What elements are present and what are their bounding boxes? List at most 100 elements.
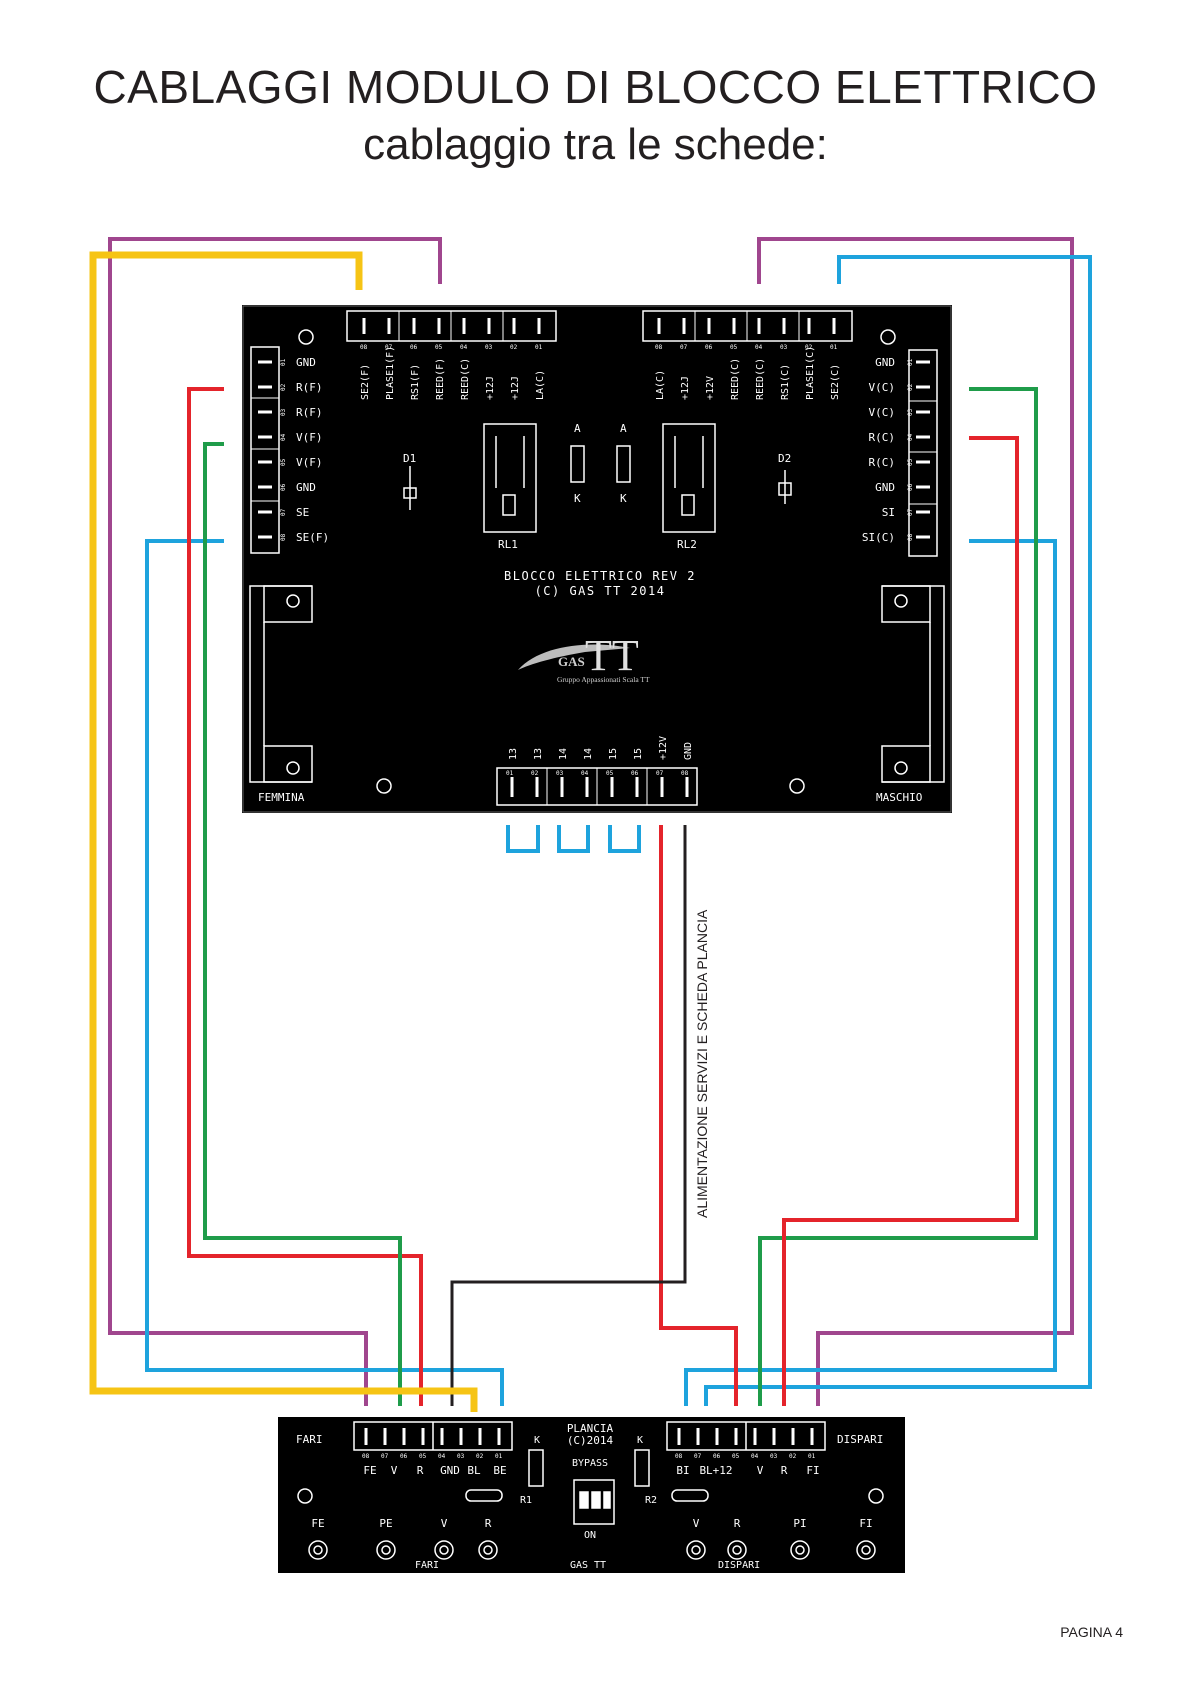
led-label: PI	[793, 1517, 806, 1530]
plancia-label-fari: FARI	[296, 1433, 323, 1446]
right-bracket	[881, 585, 945, 783]
right-pin-labels: 01GND02V(C)03V(C)04R(C)05R(C)06GND07SI08…	[862, 356, 914, 544]
gas-tt-logo: GAS TT Gruppo Appassionati Scala TT	[518, 631, 650, 684]
pin-number: 04	[438, 1453, 446, 1460]
pin-label: FI	[806, 1464, 819, 1477]
left-connector	[250, 346, 280, 554]
pin-label: V(F)	[296, 431, 323, 444]
wire-green-right	[758, 387, 1038, 1406]
plancia-left-connector	[353, 1421, 513, 1451]
wire-blue-bridge-15	[608, 825, 641, 853]
led-footprint	[478, 1540, 498, 1560]
pin-label: REED(C)	[730, 358, 741, 400]
pin-number: 01	[506, 770, 514, 777]
plancia-label-dispari: DISPARI	[837, 1433, 883, 1446]
pin-number: 03	[556, 770, 564, 777]
led-label: FE	[311, 1517, 324, 1530]
mount-hole	[880, 329, 896, 345]
wire-black-gnd	[450, 825, 687, 1406]
pin-number: 02	[476, 1453, 484, 1460]
wire-blue-right-mid	[684, 539, 1057, 1406]
pin-label: FE	[363, 1464, 376, 1477]
page-title: CABLAGGI MODULO DI BLOCCO ELETTRICO	[93, 61, 1098, 113]
pin-number: 02	[805, 344, 813, 351]
pin-number: 05	[907, 458, 914, 466]
pin-label: REED(C)	[755, 358, 766, 400]
pin-label: R(C)	[869, 456, 896, 469]
pin-label: V(F)	[296, 456, 323, 469]
pin-label: V	[757, 1464, 764, 1477]
main-board-body	[240, 303, 954, 815]
pin-label: SE	[296, 506, 309, 519]
pin-label: PLASE1(F)	[385, 346, 396, 400]
pin-number: 08	[907, 533, 914, 541]
pin-label: +12V	[658, 736, 669, 760]
pin-label: SI	[882, 506, 895, 519]
pin-label: SE2(C)	[830, 364, 841, 400]
pin-number: 05	[606, 770, 614, 777]
pin-label: +12J	[485, 376, 496, 400]
board-title-line1: BLOCCO ELETTRICO REV 2	[504, 569, 696, 583]
pin-number: 07	[907, 508, 914, 516]
pin-label: GND	[296, 481, 316, 494]
pin-label: R	[417, 1464, 424, 1477]
pin-number: 05	[419, 1453, 427, 1460]
pin-number: 08	[360, 344, 368, 351]
jumper-label-a-right: A	[620, 422, 627, 435]
plancia-k-left: K	[534, 1435, 540, 1446]
pin-label: REED(C)	[460, 358, 471, 400]
pin-number: 05	[732, 1453, 740, 1460]
pin-label: R(C)	[869, 431, 896, 444]
pin-label: V	[391, 1464, 398, 1477]
pin-number: 04	[755, 344, 763, 351]
top-right-pin-labels: 08LA(C)07+12J06+12V05REED(C)04REED(C)03R…	[655, 344, 841, 400]
pin-label: +12J	[680, 376, 691, 400]
pin-label: R(F)	[296, 381, 323, 394]
wire-blue-bridge-13	[506, 825, 540, 853]
pin-label: LA(C)	[655, 370, 666, 400]
right-connector	[908, 349, 938, 557]
wire-red-right	[782, 436, 1019, 1406]
mount-hole	[789, 778, 805, 794]
pin-label: BE	[493, 1464, 506, 1477]
diode-label-d2: D2	[778, 452, 791, 465]
bottom-connector	[496, 767, 698, 806]
pin-number: 03	[780, 344, 788, 351]
mount-hole	[376, 778, 392, 794]
pin-label: SE(F)	[296, 531, 329, 544]
top-right-connector	[642, 310, 853, 342]
relay-label-rl1: RL1	[498, 538, 518, 551]
plancia-bottom-fari: FARI	[415, 1560, 439, 1571]
pin-number: 01	[280, 358, 287, 366]
pin-label: 14	[558, 748, 569, 760]
led-footprint-inner	[691, 1545, 701, 1555]
plancia-headers	[297, 1449, 884, 1525]
diode-d1	[403, 466, 417, 510]
pin-label: +12V	[705, 376, 716, 400]
pin-number: 01	[830, 344, 838, 351]
pin-label: 14	[583, 748, 594, 760]
pin-label: R	[781, 1464, 788, 1477]
pin-number: 04	[751, 1453, 759, 1460]
pin-number: 03	[280, 408, 287, 416]
pin-number: 02	[531, 770, 539, 777]
pin-label: GND	[875, 481, 895, 494]
top-left-pin-labels: 08SE2(F)07PLASE1(F)06RS1(F)05REED(F)04RE…	[360, 344, 546, 400]
plancia-k-right: K	[637, 1435, 643, 1446]
pin-number: 06	[705, 344, 713, 351]
pin-label: GND	[296, 356, 316, 369]
pin-number: 02	[789, 1453, 797, 1460]
pin-number: 05	[280, 458, 287, 466]
pin-number: 07	[680, 344, 688, 351]
pin-number: 05	[730, 344, 738, 351]
wire-red-left	[187, 387, 423, 1406]
led-footprint-inner	[381, 1545, 391, 1555]
led-footprint	[434, 1540, 454, 1560]
pin-number: 05	[435, 344, 443, 351]
pin-label: V(C)	[869, 406, 896, 419]
